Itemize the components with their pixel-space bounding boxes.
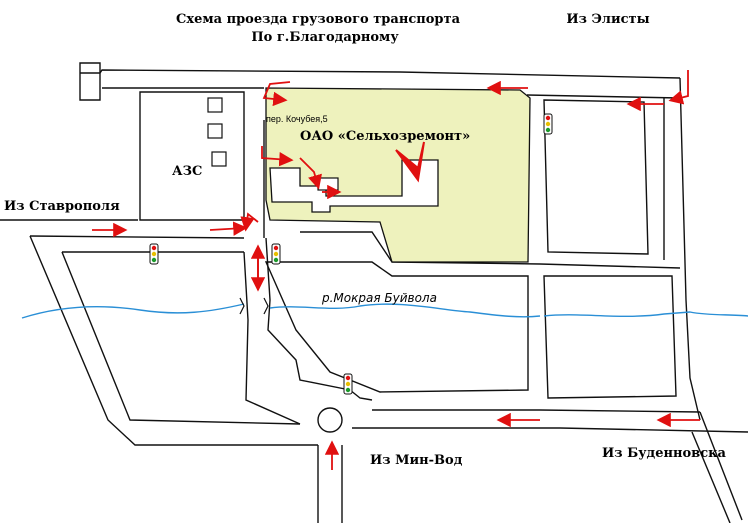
label-from-min-vod: Из Мин-Вод <box>370 453 463 468</box>
road-right-outer <box>679 77 701 421</box>
block-south-center <box>264 261 529 393</box>
block-north-east <box>543 99 649 255</box>
bridge-left-2 <box>263 297 269 315</box>
gas-station-block <box>139 91 245 221</box>
road-top-lower-edge-right <box>526 94 681 99</box>
traffic-light-center <box>271 243 281 265</box>
bridges <box>239 297 269 315</box>
river-left <box>21 303 245 319</box>
road-center-left <box>243 251 301 425</box>
river-right <box>543 311 748 317</box>
road-stub-block <box>79 62 101 101</box>
arrow-top-turn-in <box>262 81 291 107</box>
road-left-diagonal-outer <box>29 235 318 446</box>
arrow-exit-down <box>240 212 259 232</box>
bridge-left-1 <box>239 297 245 315</box>
roundabout <box>317 407 343 433</box>
arrow-enter-1 <box>261 146 294 167</box>
destination-marker-icon <box>395 141 425 183</box>
gas-pump-1 <box>207 97 223 113</box>
gas-pump-2 <box>207 123 223 139</box>
road-bottom-lower <box>352 427 748 433</box>
arrow-enter-2 <box>299 157 322 190</box>
label-from-budennovsk: Из Буденновска <box>602 446 727 461</box>
arrow-from-stavropol-2 <box>209 221 248 236</box>
label-from-stavropol: Из Ставрополя <box>4 199 120 214</box>
block-south-east <box>543 275 677 399</box>
gas-pump-3 <box>211 151 227 167</box>
road-left-diagonal-inner <box>61 251 301 425</box>
road-bottom-upper <box>372 409 701 413</box>
title-line-1: Схема проезда грузового транспорта <box>176 12 461 27</box>
label-from-elista: Из Элисты <box>566 12 649 27</box>
company-address: пер. Кочубея,5 <box>266 114 328 124</box>
route-arrows <box>92 70 700 470</box>
road-south-east <box>699 411 743 521</box>
company-name: ОАО «Сельхозремонт» <box>300 129 470 144</box>
company-gate <box>317 177 339 191</box>
company-territory <box>265 87 531 263</box>
road-center-right <box>265 237 373 401</box>
traffic-light-stavropol <box>149 243 159 265</box>
road-top-upper-edge <box>80 69 681 79</box>
traffic-light-ne <box>543 113 553 135</box>
road-south-east-inner <box>691 431 731 523</box>
title-line-2: По г.Благодарному <box>251 30 399 45</box>
river-center <box>269 303 541 318</box>
gas-pumps <box>207 97 227 167</box>
road-stavropol-lower <box>29 235 245 239</box>
river-label: р.Мокрая Буйвола <box>321 291 437 305</box>
gas-station-label: АЗС <box>172 164 202 179</box>
arrow-elista-turn <box>668 70 689 105</box>
traffic-light-south <box>343 373 353 395</box>
